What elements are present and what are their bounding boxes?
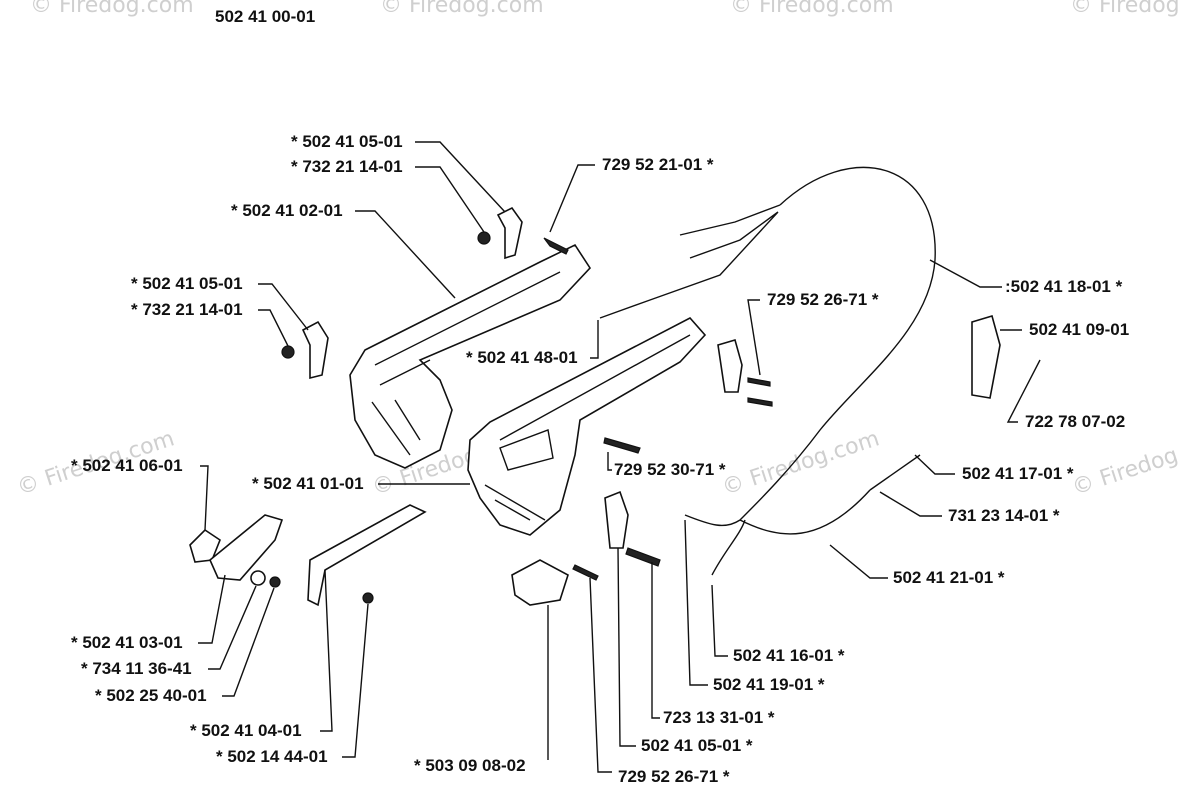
leader-lines <box>198 141 1041 773</box>
bracket-502-41-09 <box>971 314 1001 399</box>
watermark: © Firedog.com <box>719 426 882 500</box>
clamp-top <box>496 206 523 260</box>
part-label: * 502 41 06-01 <box>71 456 183 475</box>
watermarks: © Firedog.com © Firedog.com © Firedog.co… <box>14 0 1180 501</box>
leader <box>320 569 333 732</box>
part-label: 729 52 30-71 * <box>614 460 726 479</box>
wire-502-41-17 <box>869 454 921 491</box>
part-label: 502 41 16-01 * <box>733 646 845 665</box>
watermark: © Firedog.com <box>1069 426 1180 500</box>
leader <box>929 259 1002 288</box>
pin-502-14-44 <box>362 592 374 604</box>
leader <box>747 299 761 376</box>
handle-upper <box>349 243 592 469</box>
part-label: 502 41 09-01 <box>1029 320 1129 339</box>
part-label: 502 41 19-01 * <box>713 675 825 694</box>
part-label: 502 41 17-01 * <box>962 464 1074 483</box>
nut-left <box>281 345 295 359</box>
screw-729-52-26-c <box>572 564 599 581</box>
part-label: * 732 21 14-01 <box>291 157 403 176</box>
part-label: * 502 41 04-01 <box>190 721 302 740</box>
handle-upper-detail <box>371 271 561 456</box>
screw-729-52-26-a <box>747 377 771 387</box>
assembly-number: 502 41 00-01 <box>215 7 315 26</box>
handle-lower <box>467 317 707 536</box>
switch-503-09-08 <box>511 559 569 606</box>
watermark: © Firedog.com <box>380 0 544 18</box>
leader <box>617 547 636 747</box>
nut-top <box>477 231 491 245</box>
leader <box>208 585 257 670</box>
leader <box>415 166 485 233</box>
screw-729-52-21 <box>543 237 569 255</box>
cable-wires <box>599 204 781 319</box>
leader <box>607 452 612 471</box>
watermark: © Firedog.com <box>1070 0 1180 18</box>
part-label: 729 52 21-01 * <box>602 155 714 174</box>
lever-502-41-03 <box>209 514 284 581</box>
watermark: © Firedog.com <box>730 0 894 18</box>
screw-729-52-26-b <box>747 397 773 407</box>
screw-723-13-31 <box>625 547 661 567</box>
leader <box>879 491 942 517</box>
leader <box>198 574 226 644</box>
screw-729-52-30 <box>603 437 641 454</box>
leader <box>415 141 506 213</box>
part-label: * 502 41 01-01 <box>252 474 364 493</box>
part-label: * 502 41 48-01 <box>466 348 578 367</box>
cable-502-41-18 <box>739 166 936 521</box>
part-label: * 502 25 40-01 <box>95 686 207 705</box>
part-label: * 502 41 05-01 <box>131 274 243 293</box>
part-label: * 502 14 44-01 <box>216 747 328 766</box>
leader <box>711 584 728 657</box>
clamp-bottom <box>604 490 629 549</box>
leader <box>651 562 660 719</box>
spring-734-11-36 <box>250 570 266 586</box>
part-label: 723 13 31-01 * <box>663 708 775 727</box>
part-label: 731 23 14-01 * <box>948 506 1060 525</box>
leader <box>829 544 888 579</box>
part-label: :502 41 18-01 * <box>1005 277 1123 296</box>
leader <box>549 164 595 233</box>
part-label: 502 41 05-01 * <box>641 736 753 755</box>
part-drawings <box>189 166 1001 607</box>
leader <box>342 603 369 758</box>
leader <box>258 309 289 347</box>
leader <box>590 320 599 359</box>
leader <box>684 519 708 686</box>
wire-502-41-19 <box>684 514 741 527</box>
watermark: © Firedog.com <box>30 0 194 18</box>
part-label: 722 78 07-02 <box>1025 412 1125 431</box>
handle-lower-detail <box>484 334 691 521</box>
leader <box>258 283 309 331</box>
leader <box>589 577 612 773</box>
lever-502-41-06 <box>189 528 221 563</box>
part-label: * 502 41 05-01 <box>291 132 403 151</box>
clamp-left <box>301 320 329 380</box>
part-label: * 732 21 14-01 <box>131 300 243 319</box>
wire-502-41-16 <box>711 519 746 576</box>
part-label: 729 52 26-71 * <box>767 290 879 309</box>
part-label: * 503 09 08-02 <box>414 756 526 775</box>
part-label: 729 52 26-71 * <box>618 767 730 786</box>
leader <box>914 454 955 475</box>
leader <box>355 210 456 299</box>
part-labels: * 502 41 05-01 * 732 21 14-01 * 502 41 0… <box>71 132 1129 786</box>
part-label: 502 41 21-01 * <box>893 568 1005 587</box>
part-label: * 502 41 03-01 <box>71 633 183 652</box>
part-label: * 734 11 36-41 <box>81 659 192 678</box>
washer-502-25-40 <box>269 576 281 588</box>
leader <box>200 465 209 531</box>
part-label: * 502 41 02-01 <box>231 201 343 220</box>
wire-502-41-21 <box>739 489 871 535</box>
leader <box>222 587 275 697</box>
clamp-right <box>717 339 743 393</box>
leader <box>1006 359 1041 423</box>
